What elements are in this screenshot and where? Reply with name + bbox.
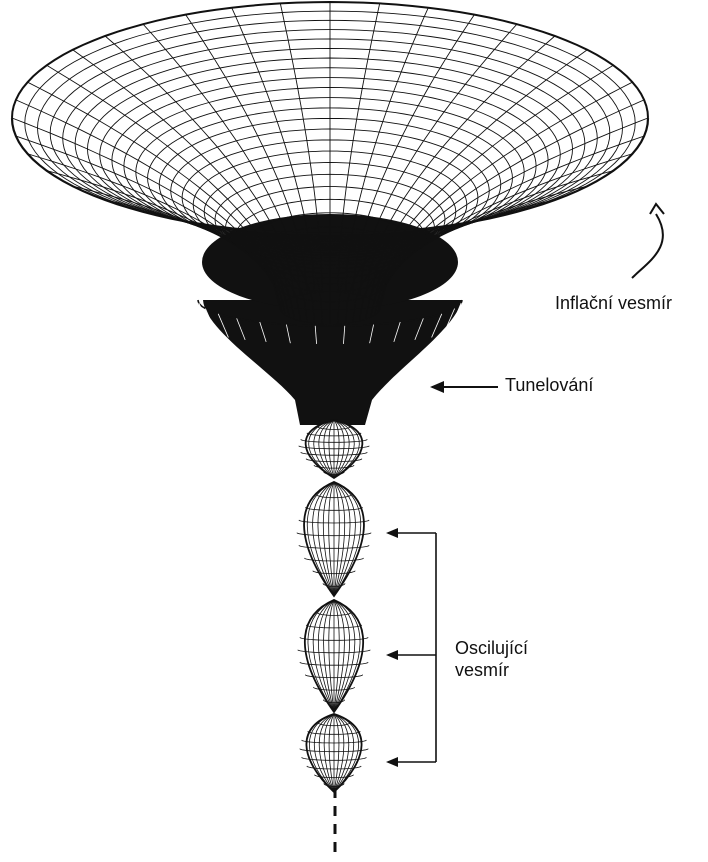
tunneling-bulb [299, 420, 370, 478]
tunnel-exit-bulb [299, 420, 370, 478]
oscillation-bulb-1 [297, 482, 371, 596]
label-oscillating-line2: vesmír [455, 659, 509, 681]
tunneling-arrow [430, 381, 498, 393]
label-tunneling: Tunelování [505, 374, 593, 396]
oscillation-bulb-2 [298, 600, 371, 712]
label-oscillating-line1: Oscilující [455, 637, 528, 659]
label-inflationary-universe: Inflační vesmír [555, 292, 672, 314]
inflation-arrowhead [650, 204, 664, 214]
inflation-curved-arrow [632, 214, 663, 278]
oscillating-bulbs [297, 482, 371, 792]
oscillating-bracket [386, 528, 436, 767]
inflationary-funnel [12, 2, 648, 425]
oscillation-bulb-3 [300, 714, 369, 792]
